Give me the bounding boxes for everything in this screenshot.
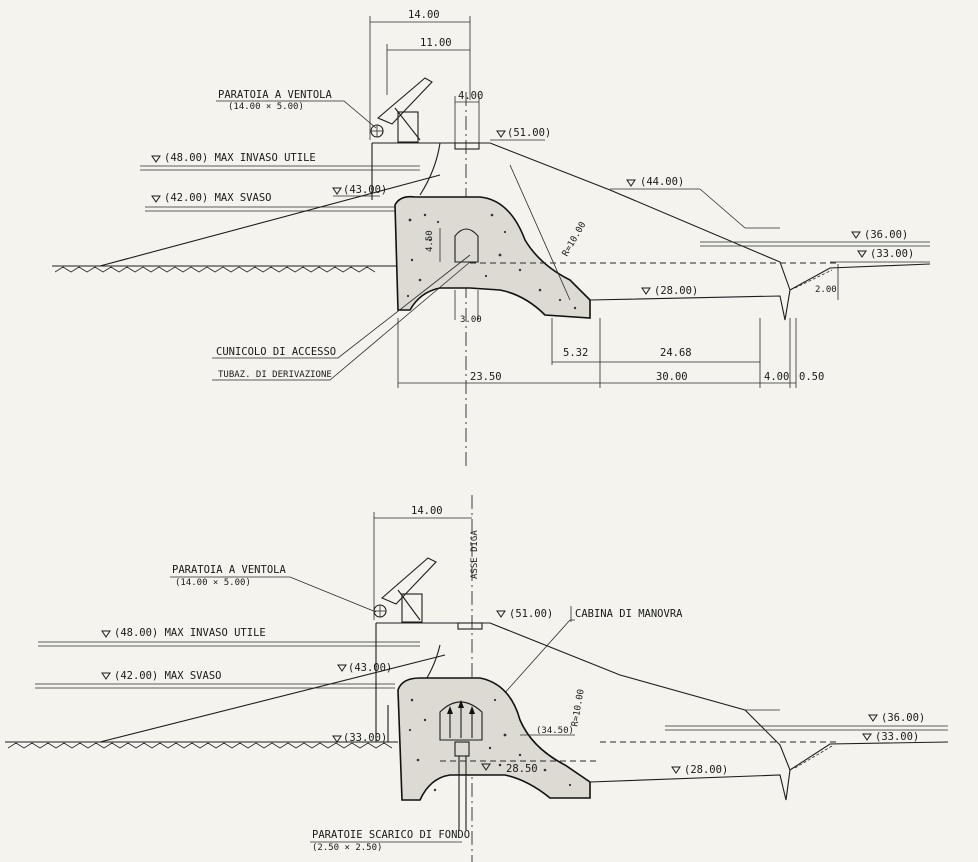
- el-51-label-top: (51.00): [507, 127, 551, 139]
- el-33-label-top: (33.00): [870, 248, 914, 260]
- el-3450-label: (34.50): [536, 726, 574, 736]
- dim-050-label: 0.50: [799, 371, 824, 383]
- el-42-label-bottom: (42.00) MAX SVASO: [114, 670, 221, 682]
- el-43-marker-bottom: [337, 664, 347, 672]
- flap-gate-top: [370, 77, 441, 196]
- downstream-slope-top: [489, 142, 791, 291]
- dim-2350-label: 23.50: [470, 371, 502, 383]
- concrete-body-top: [394, 195, 591, 319]
- dim-11-label: 11.00: [420, 37, 452, 49]
- scarico-label: PARATOIE SCARICO DI FONDO: [312, 829, 470, 841]
- el-43-marker-top: [332, 187, 342, 195]
- el-28-label-bottom: (28.00): [684, 764, 728, 776]
- el-36-marker-top: [851, 231, 861, 239]
- el-48-label-top: (48.00) MAX INVASO UTILE: [164, 152, 316, 164]
- el-28-marker-top: [641, 287, 651, 295]
- dim-14-bottom-label: 14.00: [411, 505, 443, 517]
- cunicolo-label: CUNICOLO DI ACCESSO: [216, 346, 336, 358]
- tubaz-leader: [212, 261, 471, 381]
- water-level-48-top: (48.00) MAX INVASO UTILE: [140, 152, 420, 171]
- bottom-section: ASSE DIGA 14.00 PARATOIA A VENTOLA (14.0…: [5, 495, 949, 862]
- stilling-basin-bottom: [589, 769, 791, 801]
- gate-leader-bottom: [170, 576, 377, 613]
- asse-diga-label: ASSE DIGA: [470, 530, 480, 579]
- access-gallery-top: [454, 228, 479, 263]
- stilling-basin-top: [589, 289, 791, 321]
- el-44-label-top: (44.00): [640, 176, 684, 188]
- dim-2468-label: 24.68: [660, 347, 692, 359]
- dim-r10-top: R=10.00: [561, 220, 589, 258]
- el-48-label-bottom: (48.00) MAX INVASO UTILE: [114, 627, 266, 639]
- dim-400-label: 4.00: [764, 371, 789, 383]
- gate-label-top: PARATOIA A VENTOLA: [218, 89, 332, 101]
- tubaz-label: TUBAZ. DI DERIVAZIONE: [218, 370, 332, 380]
- el-42-label-top: (42.00) MAX SVASO: [164, 192, 271, 204]
- el-33-marker-top: [857, 250, 867, 258]
- el-42-marker-bottom: [101, 672, 111, 680]
- gate-leader-top: [216, 100, 377, 129]
- top-section: 14.00 11.00 4.00 PARATOIA A VENTOLA: [52, 9, 931, 470]
- dim-4-label: 4.00: [458, 90, 483, 102]
- el-36-marker-bottom: [868, 714, 878, 722]
- el-43-label-bottom: (43.00): [348, 662, 392, 674]
- dim-14-top-label: 14.00: [408, 9, 440, 21]
- upstream-slope-bottom: [99, 654, 446, 743]
- dim-200-label: 2.00: [815, 285, 837, 295]
- el-33-left-marker: [332, 735, 342, 743]
- concrete-body-bottom: [397, 677, 591, 801]
- concrete-aggregate-bottom: [408, 698, 572, 792]
- dim-300-label: 3.00: [460, 315, 482, 325]
- el-36-label-bottom: (36.00): [881, 712, 925, 724]
- dim-14-top: 14.00: [369, 9, 471, 140]
- cabina-leader: [484, 619, 575, 716]
- cunicolo-leader: [212, 254, 471, 359]
- el-43-label-top: (43.00): [343, 184, 387, 196]
- gate-size-top: (14.00 × 5.00): [228, 102, 304, 112]
- el-44-marker-top: [626, 179, 636, 187]
- el-33-marker-bottom: [862, 733, 872, 741]
- el-2850-label: 28.50: [506, 763, 538, 775]
- el-51-label-bottom: (51.00): [509, 608, 553, 620]
- el-28-label-top: (28.00): [654, 285, 698, 297]
- bottom-gates-icon: [447, 700, 475, 757]
- dim-11: 11.00: [386, 37, 470, 95]
- el-36-label-top: (36.00): [864, 229, 908, 241]
- scarico-size: (2.50 × 2.50): [312, 843, 382, 853]
- el-33-left-label: (33.00): [343, 732, 387, 744]
- dim-4-crest: 4.00: [454, 90, 483, 145]
- dim-3000-label: 30.00: [656, 371, 688, 383]
- el-48-marker-bottom: [101, 630, 111, 638]
- el-51-marker-top: [496, 130, 506, 138]
- dim-532-label: 5.32: [563, 347, 588, 359]
- water-level-42-top: (42.00) MAX SVASO: [145, 192, 395, 212]
- el-2850-marker: [481, 763, 491, 771]
- gate-size-bottom: (14.00 × 5.00): [175, 578, 251, 588]
- el-28-marker-bottom: [671, 766, 681, 774]
- cabina-label: CABINA DI MANOVRA: [575, 608, 683, 620]
- bottom-dim-chain-top: 5.32 24.68 23.50 30.00 4.00 0.50: [397, 318, 824, 388]
- dim-r10-bottom: R=10.00: [570, 688, 586, 727]
- el-33-label-bottom: (33.00): [875, 731, 919, 743]
- concrete-aggregate-top: [406, 213, 577, 310]
- control-cabin: [439, 701, 483, 741]
- el-51-marker-bottom: [496, 610, 506, 618]
- upstream-slope-top: [99, 174, 441, 267]
- gate-label-bottom: PARATOIA A VENTOLA: [172, 564, 286, 576]
